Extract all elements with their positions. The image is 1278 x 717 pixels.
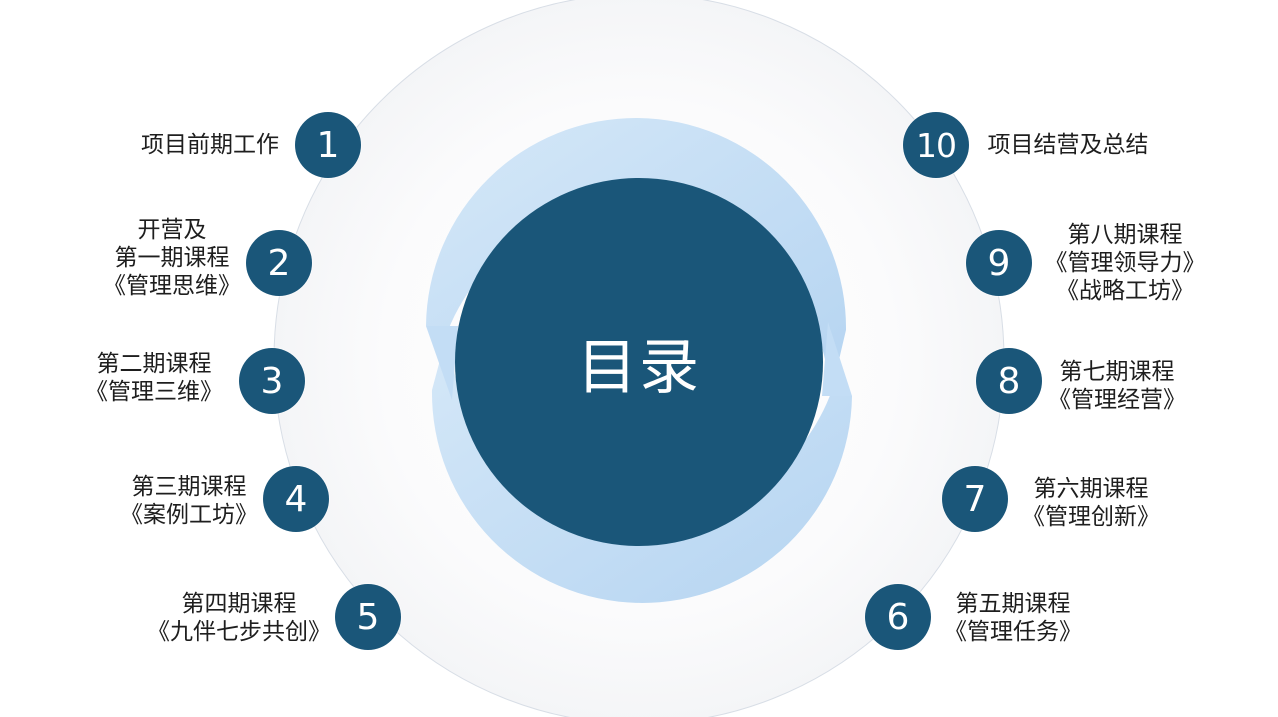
node-7: 7 xyxy=(942,466,1008,532)
item-label-3: 第二期课程 《管理三维》 xyxy=(80,350,228,406)
item-6-line-1: 第五期课程 xyxy=(955,591,1071,617)
node-9: 9 xyxy=(966,230,1032,296)
node-3: 3 xyxy=(239,348,305,414)
item-label-5: 第四期课程 《九伴七步共创》 xyxy=(145,590,333,646)
item-9-line-3: 《战略工坊》 xyxy=(1056,278,1194,304)
item-7-line-2: 《管理创新》 xyxy=(1022,504,1160,530)
item-2-line-1: 开营及 xyxy=(137,217,207,243)
node-8: 8 xyxy=(976,348,1042,414)
page-title: 目录 xyxy=(577,332,701,403)
item-label-10: 项目结营及总结 xyxy=(980,131,1156,159)
item-label-8: 第七期课程 《管理经营》 xyxy=(1044,358,1190,414)
arrow-right xyxy=(822,322,852,396)
node-2: 2 xyxy=(246,230,312,296)
item-label-1: 项目前期工作 xyxy=(130,131,290,159)
item-7-line-1: 第六期课程 xyxy=(1033,476,1149,502)
item-3-line-2: 《管理三维》 xyxy=(85,379,223,405)
node-10: 10 xyxy=(903,112,969,178)
item-8-line-1: 第七期课程 xyxy=(1059,359,1175,385)
item-label-2: 开营及 第一期课程 《管理思维》 xyxy=(98,216,246,300)
item-label-6: 第五期课程 《管理任务》 xyxy=(940,590,1086,646)
node-6: 6 xyxy=(865,584,931,650)
item-8-line-2: 《管理经营》 xyxy=(1048,387,1186,413)
item-2-line-2: 第一期课程 xyxy=(114,245,230,271)
item-2-line-3: 《管理思维》 xyxy=(103,273,241,299)
item-label-9: 第八期课程 《管理领导力》 《战略工坊》 xyxy=(1040,221,1210,305)
item-4-line-2: 《案例工坊》 xyxy=(120,502,258,528)
center-circle xyxy=(455,178,823,546)
item-6-line-2: 《管理任务》 xyxy=(944,619,1082,645)
item-5-line-1: 第四期课程 xyxy=(181,591,297,617)
swirl-arc-top xyxy=(426,117,847,399)
node-1: 1 xyxy=(295,112,361,178)
node-5: 5 xyxy=(335,584,401,650)
node-4: 4 xyxy=(263,466,329,532)
item-label-4: 第三期课程 《案例工坊》 xyxy=(115,473,263,529)
item-1-line-1: 项目前期工作 xyxy=(141,132,279,158)
item-4-line-1: 第三期课程 xyxy=(131,474,247,500)
item-3-line-1: 第二期课程 xyxy=(96,351,212,377)
item-9-line-2: 《管理领导力》 xyxy=(1044,250,1206,276)
item-10-line-1: 项目结营及总结 xyxy=(987,132,1149,158)
swirl-arc-bottom xyxy=(431,330,852,603)
item-9-line-1: 第八期课程 xyxy=(1067,222,1183,248)
item-label-7: 第六期课程 《管理创新》 xyxy=(1018,475,1164,531)
arrow-left xyxy=(426,326,458,400)
item-5-line-2: 《九伴七步共创》 xyxy=(147,619,331,645)
